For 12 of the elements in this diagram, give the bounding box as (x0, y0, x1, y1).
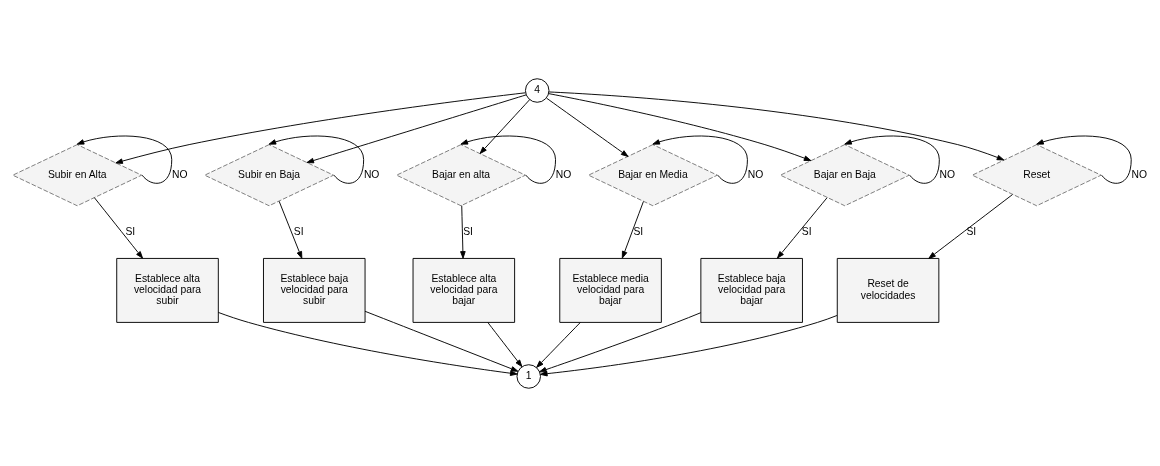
edge-label: NO (747, 168, 764, 180)
edge-label: NO (1131, 168, 1147, 180)
edge-label: NO (172, 168, 188, 180)
edge-label: SI (125, 225, 136, 237)
edge-label: NO (939, 168, 956, 180)
edge-label: SI (633, 225, 644, 237)
edge-label: SI (801, 225, 812, 237)
edge-label: SI (463, 225, 473, 237)
edge-label: SI (293, 225, 304, 237)
edge-label: NO (363, 168, 380, 180)
edge-label: SI (966, 225, 977, 237)
edge-label: NO (555, 168, 572, 180)
